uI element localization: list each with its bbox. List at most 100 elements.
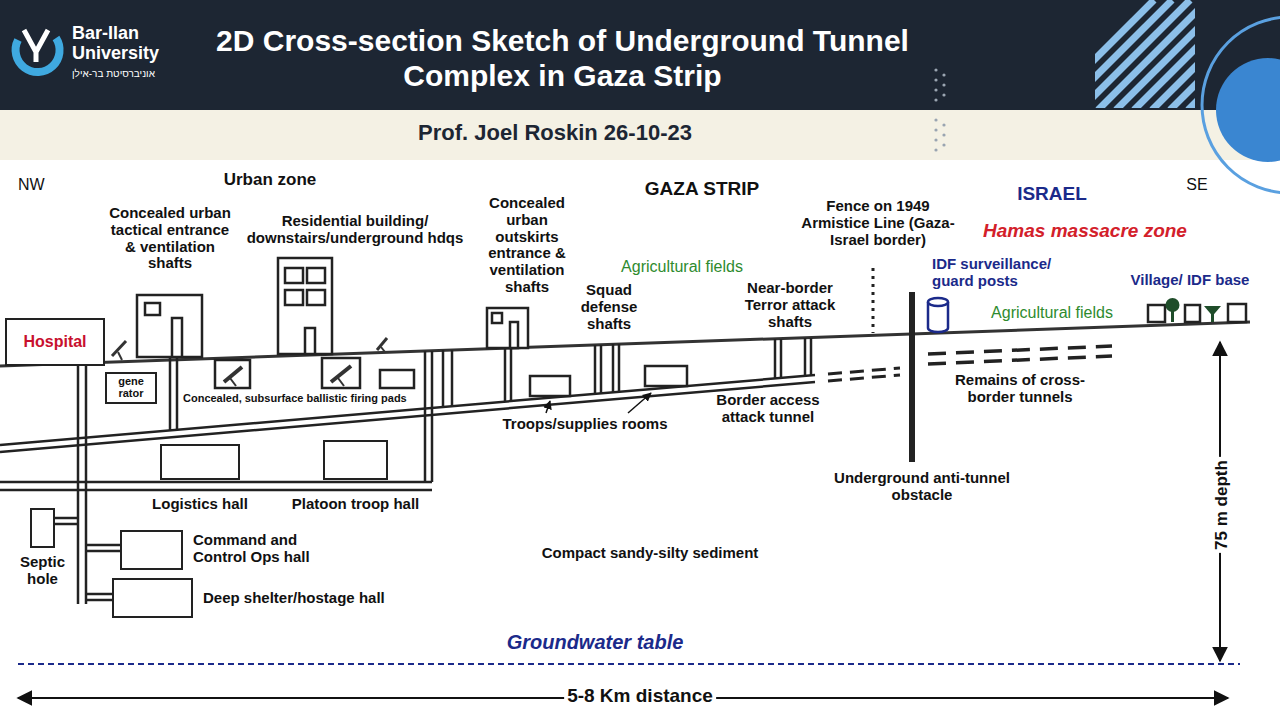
village [1185,305,1200,322]
header-decoration [934,138,937,141]
compass-label: NW [18,176,45,194]
firing-pads [215,360,250,388]
dimension-label: 75 m depth [1212,457,1231,553]
shafts [442,350,445,407]
launcher-symbols [381,347,385,352]
buildings [510,322,518,348]
header-decoration [942,73,945,76]
shafts [86,544,120,547]
groundwater-line [18,664,1240,665]
header-decoration [934,88,937,91]
header-decoration [934,68,945,151]
guard-post [928,298,948,332]
header-decoration [1216,58,1280,162]
header-decoration [934,78,937,81]
shafts [810,338,813,376]
header-band [0,0,1280,160]
buildings [137,295,202,357]
header-decoration [942,143,945,146]
feature-label: Concealed urban outskirts entrance & ven… [477,195,577,296]
shafts [451,350,454,406]
zone-label: Urban zone [224,170,317,189]
header-decoration [934,128,937,131]
feature-label: Border access attack tunnel [706,392,831,426]
launcher-symbols [331,366,351,382]
buildings [307,290,325,305]
dashed-tunnels [928,346,1112,354]
buildings [285,290,303,305]
region-label: GAZA STRIP [645,178,759,199]
firing-pads [380,370,414,388]
feature-label: Concealed, subsurface ballistic firing p… [180,392,410,404]
rooms [645,366,687,386]
dashed-tunnels [828,375,900,381]
header-decoration [934,68,937,71]
header-decoration [1188,0,1195,108]
septic-box: Septic hole [30,508,55,548]
room-outline [323,440,388,480]
buildings [492,313,502,323]
header-decoration [942,93,945,96]
tunnels [0,481,432,484]
feature-label: Remains of cross-border tunnels [945,372,1095,406]
shafts [510,348,513,401]
shafts [176,358,179,430]
tunnels [0,489,432,492]
header-decoration [1095,0,1154,108]
dimension-arrows [18,342,1228,698]
logo-text: אוניברסיטת בר-אילן [72,68,155,79]
buildings [285,268,303,283]
groundwater-label: Groundwater table [507,631,684,653]
feature-label: Squad defense shafts [572,282,647,332]
shafts [504,348,507,402]
village [1166,298,1180,312]
feature-label: Village/ IDF base [1131,272,1250,289]
rooms [530,366,687,396]
shafts [77,366,80,604]
dashed-tunnels [828,368,900,374]
field-label: Agricultural fields [621,258,743,276]
header-decoration [934,98,937,101]
header-decoration [934,0,1280,193]
leader-arrows [628,393,651,413]
shafts [774,339,777,379]
village [1166,298,1222,322]
hall-box: Deep shelter/hostage hall [112,578,193,618]
groundwater-line [18,663,1240,665]
shafts [424,351,427,482]
buildings [137,258,528,357]
feature-label: Troops/supplies rooms [502,416,667,433]
header-decoration [942,123,945,126]
village [1148,304,1246,322]
header-decoration [942,133,945,136]
village [1204,306,1221,316]
shafts [780,339,783,378]
region-label: ISRAEL [1017,183,1087,204]
header-decoration [1095,0,1195,108]
rooms [530,376,570,396]
launcher-symbols [338,378,344,386]
generator-box: gene rator [105,372,157,404]
shafts [55,523,78,526]
leader-arrows [546,401,550,413]
feature-label: Residential building/ downstairs/undergr… [233,213,478,247]
border-features [909,292,915,462]
village [1228,304,1246,322]
firing-pads [215,358,414,388]
feature-label: IDF surveillance/ guard posts [932,256,1092,290]
header-decoration [934,148,937,151]
university-logo [16,30,60,72]
launcher-symbols [224,367,242,382]
border-features [872,268,875,333]
buildings [278,258,332,354]
border-features [873,268,912,462]
header-decoration [934,118,937,121]
author: Prof. Joel Roskin 26-10-23 [418,121,692,146]
room-outline [30,508,55,548]
buildings [172,318,182,357]
shafts [600,345,603,393]
village [1148,298,1246,322]
node-label: Septic hole [13,554,73,588]
dimension-label: 5-8 Km distance [564,685,716,706]
shafts [86,599,112,602]
